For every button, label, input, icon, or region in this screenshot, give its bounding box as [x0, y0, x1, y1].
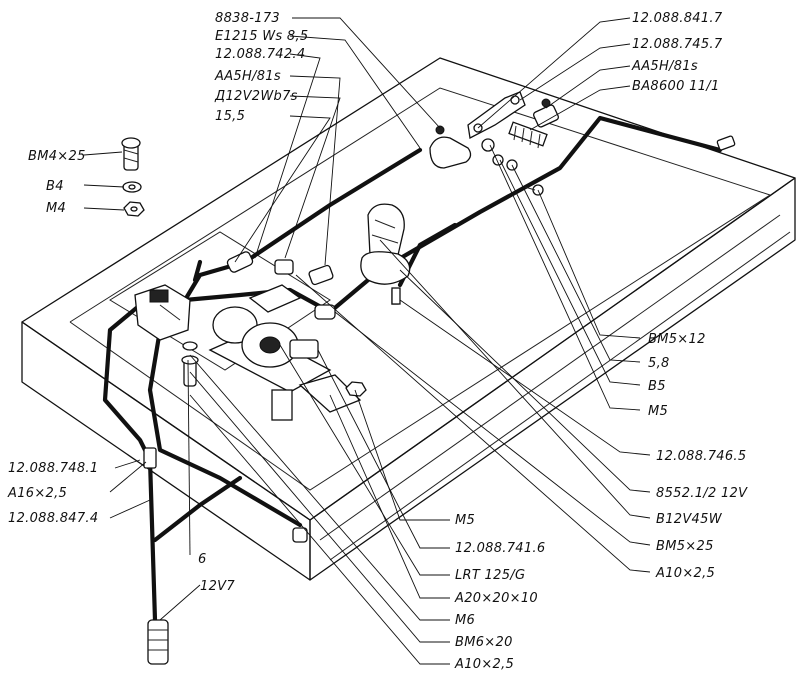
label-a10x2-5-right: A10×2,5 — [655, 566, 715, 581]
label-d12v2wb7s: Д12V2Wb7s — [214, 89, 298, 104]
label-e1215: E1215 Ws 8,5 — [215, 29, 308, 44]
screw-bm6-icon — [181, 341, 199, 387]
switch-block-icon — [134, 284, 191, 341]
leader-lines — [83, 17, 651, 665]
label-ba8600: BA8600 11/1 — [632, 79, 720, 94]
base-panel — [21, 57, 796, 581]
label-bm4x25: BM4×25 — [28, 149, 86, 164]
label-m6: M6 — [455, 613, 475, 628]
label-b12v45w: B12V45W — [656, 512, 723, 527]
label-lrt125: LRT 125/G — [455, 568, 525, 583]
connector-strip-icon — [508, 121, 548, 149]
plug-end-icon — [716, 135, 736, 151]
washer-b4-icon — [122, 181, 142, 193]
label-a20x20x10: A20×20×10 — [454, 591, 538, 606]
labels: 8838-173 E1215 Ws 8,5 12.088.742.4 AA5H/… — [7, 11, 748, 672]
label-bm5x12: BM5×12 — [648, 332, 706, 347]
label-m4: M4 — [46, 201, 66, 216]
beacon-lamp-icon — [360, 203, 411, 305]
label-12-088-745-7: 12.088.745.7 — [632, 37, 723, 52]
label-a10x2-5-bottom: A10×2,5 — [454, 657, 514, 672]
label-12-088-748-1: 12.088.748.1 — [8, 461, 98, 476]
label-12-088-847-4: 12.088.847.4 — [8, 511, 98, 526]
bolt-bm4-icon — [121, 137, 141, 171]
fuse-holder-icon — [226, 251, 334, 286]
label-b4: B4 — [46, 179, 64, 194]
label-bm6x20: BM6×20 — [455, 635, 513, 650]
label-12-088-841-7: 12.088.841.7 — [632, 11, 723, 26]
label-8552: 8552.1/2 12V — [656, 486, 748, 501]
label-bm5x25: BM5×25 — [656, 539, 714, 554]
connector-housing-icon — [429, 125, 472, 169]
label-aa5h-81s-left: AA5H/81s — [214, 69, 281, 84]
small-screws-icon — [481, 138, 544, 196]
label-12-088-746-5: 12.088.746.5 — [656, 449, 746, 464]
label-m5-bottom: M5 — [455, 513, 475, 528]
label-6: 6 — [198, 552, 207, 567]
label-a16x2-5: A16×2,5 — [7, 486, 67, 501]
label-8838-173: 8838-173 — [215, 11, 280, 26]
harness-connector-icon — [143, 447, 308, 543]
label-5-8: 5,8 — [648, 356, 670, 371]
label-12-088-741-6: 12.088.741.6 — [455, 541, 545, 556]
label-m5-right: M5 — [648, 404, 668, 419]
label-12v7: 12V7 — [200, 579, 235, 594]
lamp-holder-icon — [532, 98, 560, 128]
wiring-harness — [102, 115, 723, 623]
components — [121, 91, 736, 665]
cover-plate-icon — [248, 284, 302, 313]
label-12-088-742-4: 12.088.742.4 — [215, 47, 305, 62]
label-15-5: 15,5 — [215, 109, 245, 124]
plug-connector-icon — [147, 619, 169, 665]
nut-m4-icon — [123, 201, 145, 217]
motor-assembly-icon — [208, 306, 332, 393]
screw-bm5-icon — [391, 287, 401, 305]
nut-m5-icon — [345, 381, 367, 397]
label-b5: B5 — [648, 379, 666, 394]
label-aa5h-81s-right: AA5H/81s — [631, 59, 698, 74]
